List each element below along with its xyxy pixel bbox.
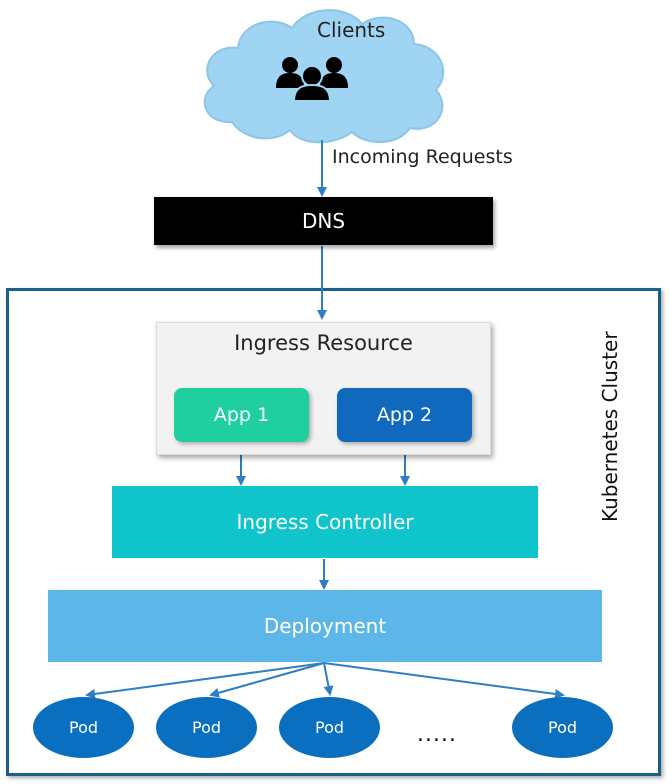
- pod-2: Pod: [156, 697, 257, 758]
- clients-label: Clients: [317, 18, 386, 42]
- deployment-label: Deployment: [263, 614, 387, 638]
- pod-4: Pod: [512, 697, 613, 758]
- pod-3-label: Pod: [314, 718, 345, 737]
- app-2-label: App 2: [376, 404, 433, 426]
- pod-1-label: Pod: [68, 718, 99, 737]
- dns-box: DNS: [154, 197, 493, 245]
- pod-2-label: Pod: [191, 718, 222, 737]
- arrow-deployment-to-pod-1: [85, 662, 325, 699]
- ingress-resource-title: Ingress Resource: [234, 331, 413, 355]
- arrow-deployment-to-pod-3: [323, 662, 334, 696]
- ingress-controller-label: Ingress Controller: [236, 510, 414, 534]
- incoming-requests-label: Incoming Requests: [332, 146, 513, 168]
- more-pods-ellipsis: .....: [417, 722, 457, 747]
- pod-3: Pod: [279, 697, 380, 758]
- arrow-deployment-to-pod-2: [209, 662, 325, 698]
- pod-4-label: Pod: [547, 718, 578, 737]
- dns-label: DNS: [301, 209, 346, 233]
- app-1-label: App 1: [213, 404, 270, 426]
- kubernetes-cluster-label: Kubernetes Cluster: [598, 331, 622, 522]
- users-icon: [276, 57, 348, 102]
- ingress-controller-box: Ingress Controller: [112, 486, 538, 558]
- arrow-deployment-to-pod-4: [323, 662, 565, 699]
- app-2-box: App 2: [337, 388, 472, 442]
- deployment-box: Deployment: [48, 590, 602, 662]
- pod-1: Pod: [33, 697, 134, 758]
- app-1-box: App 1: [174, 388, 309, 442]
